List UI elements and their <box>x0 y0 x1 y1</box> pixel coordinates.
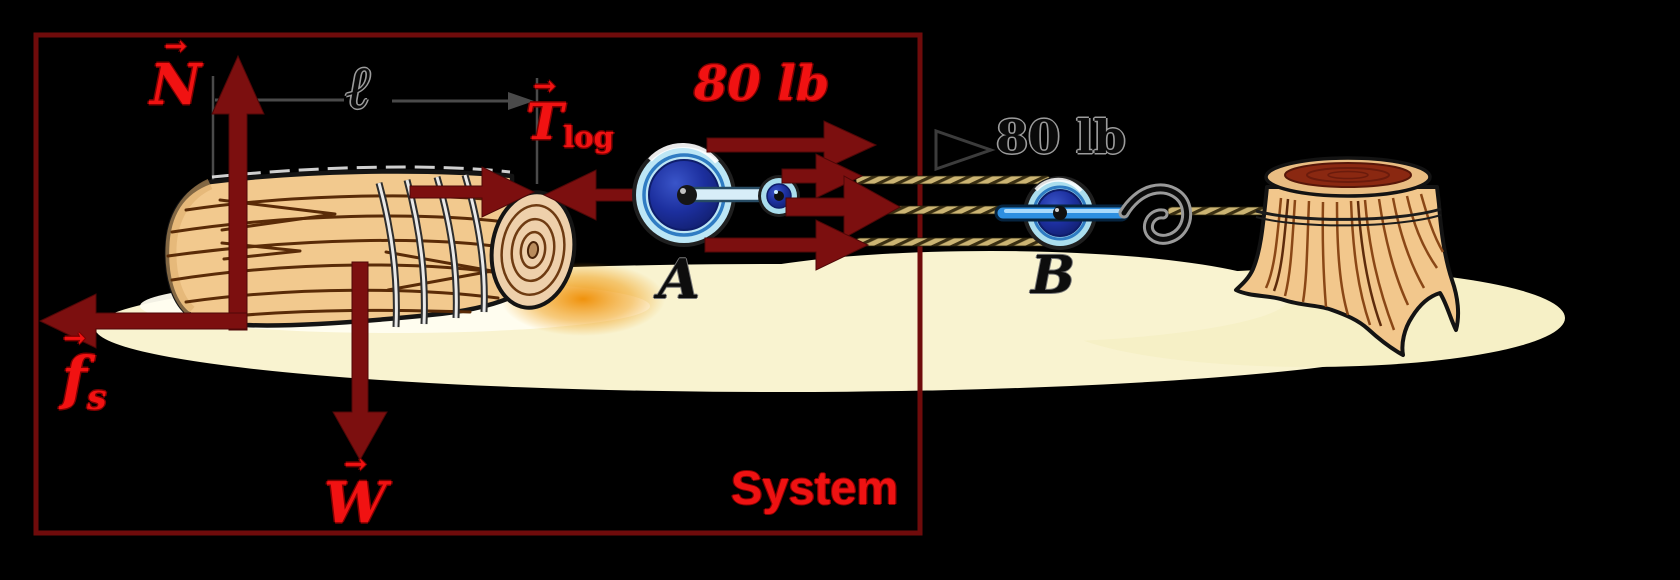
pulley-b-illustration <box>994 176 1130 250</box>
log-top-highlight <box>211 165 511 179</box>
rope-bottom-segment <box>855 237 1051 247</box>
weight-force-label: →W <box>324 449 387 536</box>
rope-tension-arrow-4 <box>704 219 870 271</box>
rope-tension-arrow-3 <box>785 175 902 239</box>
rope-force-80lb-label: 80 lb <box>694 56 830 112</box>
applied-force-80lb-label: 80 lb <box>996 110 1126 164</box>
normal-force-label: →N <box>150 31 202 118</box>
system-boundary-box <box>33 32 923 536</box>
tension-log-force-label: →Tlog <box>526 71 614 154</box>
hook-icon <box>1118 183 1193 245</box>
force-arrows <box>38 54 902 462</box>
vector-arrow-icon: → <box>533 71 556 102</box>
rope-tension-arrow-2 <box>781 153 864 199</box>
log-end-face <box>489 190 577 310</box>
friction-force-label: →fs <box>62 323 107 418</box>
pulley-a-illustration <box>632 143 800 247</box>
dimension-arrowhead-icon <box>508 92 534 110</box>
pulley-b-label: B <box>1031 245 1075 306</box>
rope-tension-arrow-1 <box>706 120 878 170</box>
applied-force-triangle-icon <box>934 128 996 172</box>
stump-grain-lines <box>1264 193 1445 331</box>
rope-top-segment <box>855 175 1051 185</box>
tree-stump-illustration <box>1234 156 1461 357</box>
tension-on-log-arrow <box>409 166 536 218</box>
pulley-a-label: A <box>658 247 700 311</box>
normal-force-arrow <box>211 54 265 331</box>
vector-arrow-icon: → <box>164 31 187 62</box>
weight-force-arrow <box>332 261 388 462</box>
log-length-label: ℓ <box>346 53 372 123</box>
rope-around-stump <box>1255 207 1442 227</box>
system-box-label: System <box>731 461 899 514</box>
friction-force-arrow <box>38 293 248 349</box>
vector-arrow-icon: → <box>63 323 86 354</box>
vector-arrow-icon: → <box>344 449 367 480</box>
